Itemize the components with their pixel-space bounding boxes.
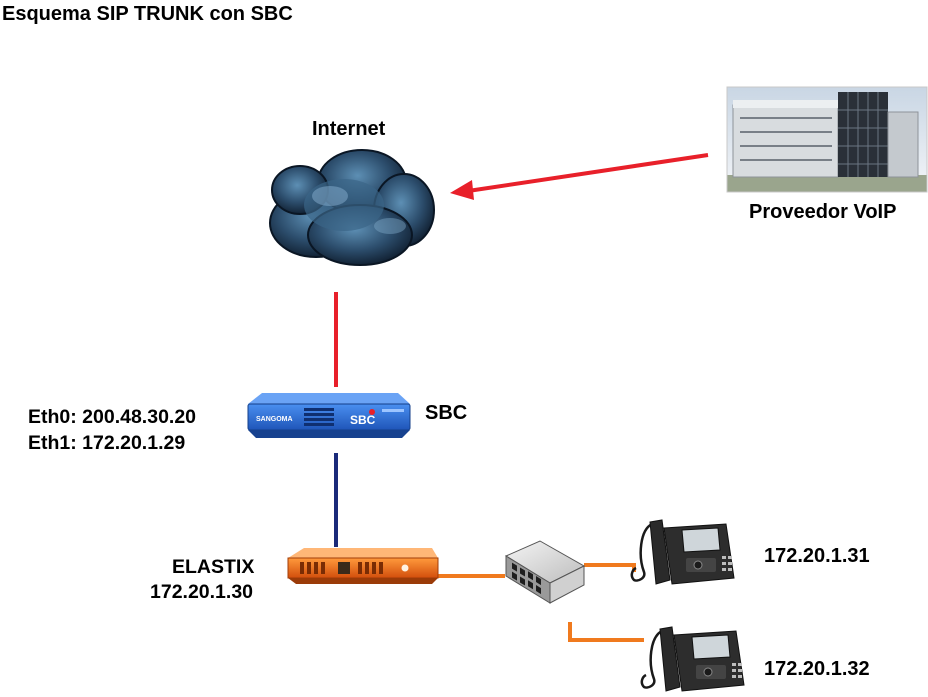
- svg-text:SBC: SBC: [350, 413, 376, 427]
- phone2-ip-label: 172.20.1.32: [764, 658, 870, 680]
- elastix-appliance: [287, 548, 439, 584]
- sbc-eth1-label: Eth1: 172.20.1.29: [28, 432, 186, 454]
- link-switch-phone2: [568, 622, 644, 642]
- provider-label: Proveedor VoIP: [749, 201, 897, 223]
- link-provider-internet: [450, 153, 709, 200]
- elastix-ip-label: 172.20.1.30: [150, 581, 254, 603]
- cloud-icon: [269, 149, 435, 266]
- building-photo: [726, 86, 928, 193]
- ip-phone-icon: [630, 519, 735, 585]
- sbc-label: SBC: [425, 402, 468, 424]
- link-switch-phone1: [584, 563, 636, 572]
- svg-text:SANGOMA: SANGOMA: [256, 416, 293, 423]
- phone1-ip-label: 172.20.1.31: [764, 545, 870, 567]
- sbc-appliance: SANGOMA SBC: [247, 393, 411, 438]
- ip-phone-icon: [640, 626, 745, 692]
- sbc-eth0-label: Eth0: 200.48.30.20: [28, 406, 197, 428]
- elastix-label: ELASTIX: [172, 556, 255, 578]
- internet-label: Internet: [312, 118, 386, 140]
- page-title: Esquema SIP TRUNK con SBC: [2, 3, 293, 25]
- network-switch-icon: [504, 540, 586, 604]
